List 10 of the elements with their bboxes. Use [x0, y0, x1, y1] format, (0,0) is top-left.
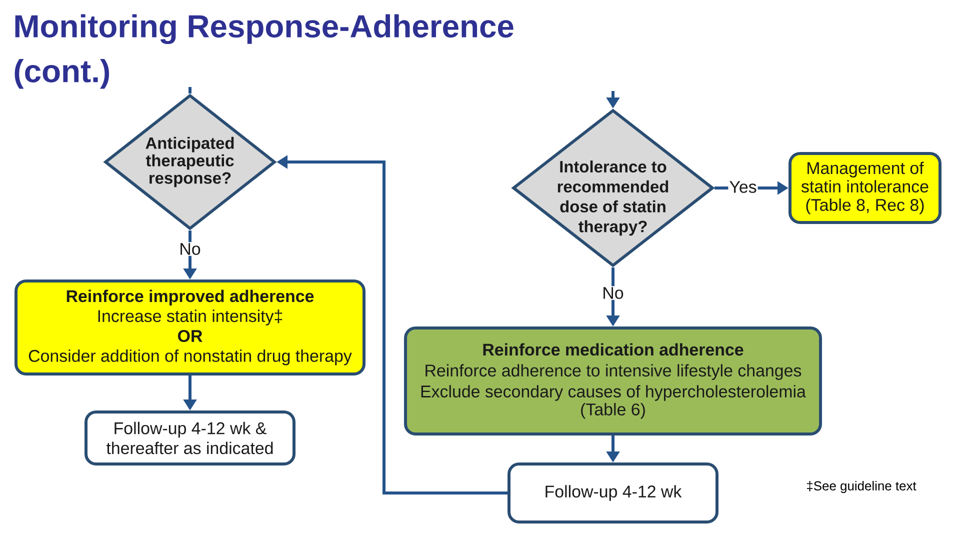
- edge-label: No: [601, 286, 625, 300]
- edge-label: Yes: [728, 180, 758, 194]
- process-box: Reinforce medication adherence Reinforce adherence to intensive lifestyle changes Exclude secondary causes of hypercholesterolemia (Table 6): [404, 326, 822, 436]
- process-box: Reinforce improved adherence Increase statin intensity‡ OR Consider addition of nonstatin drug therapy: [14, 280, 366, 376]
- process-box: Follow-up 4-12 wk & thereafter as indicated: [84, 410, 296, 466]
- title: Monitoring Response-Adherence (cont.): [14, 14, 514, 89]
- edge-label: No: [178, 242, 202, 256]
- process-box: Follow-up 4-12 wk: [508, 462, 718, 524]
- process-box: Management of statin intolerance (Table 8, Rec 8): [788, 152, 942, 224]
- footnote: ‡See guideline text: [807, 480, 916, 494]
